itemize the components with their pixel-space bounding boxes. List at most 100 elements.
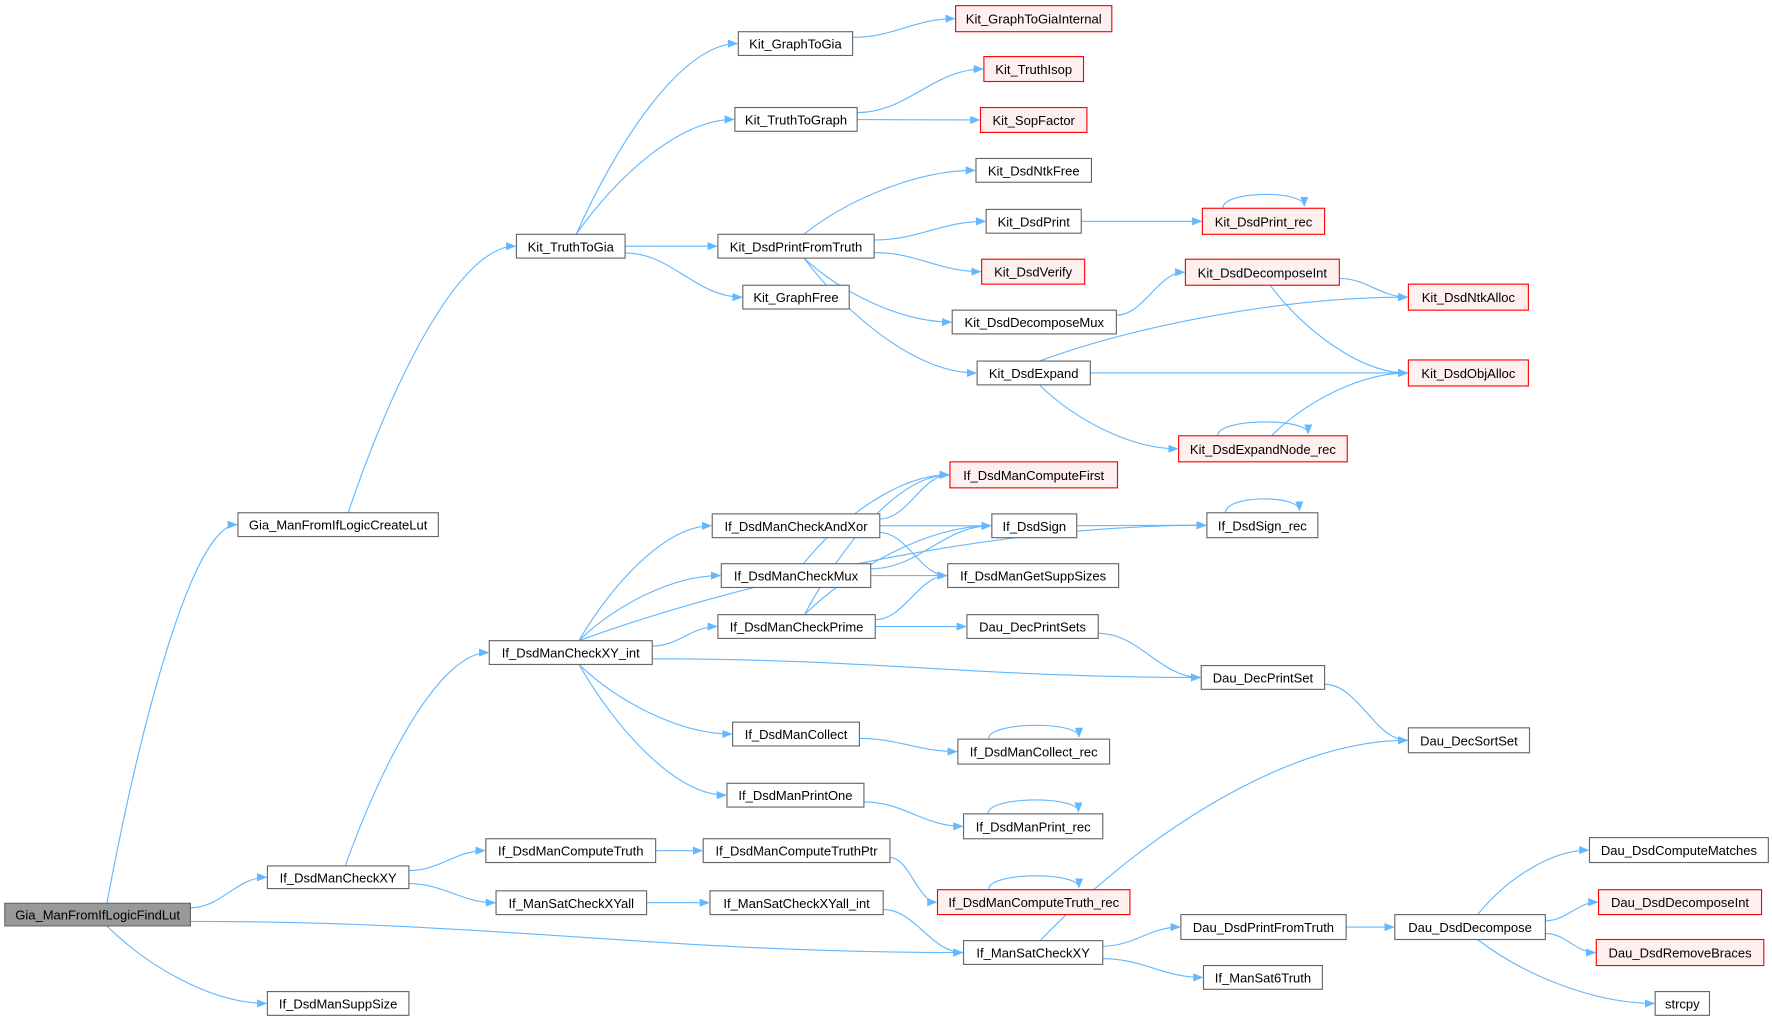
function-node-gia_findlut[interactable]: Gia_ManFromIfLogicFindLut [4,902,191,927]
function-node-truthtograph[interactable]: Kit_TruthToGraph [734,106,858,132]
function-node-satcheckxyall[interactable]: If_ManSatCheckXYall [495,890,648,916]
node-box [266,865,410,890]
function-node-decsortset[interactable]: Dau_DecSortSet [1407,727,1531,754]
node-label: Dau_DsdRemoveBraces [1609,946,1753,961]
node-label: Kit_DsdDecomposeInt [1198,265,1328,280]
node-label: If_DsdManCheckPrime [730,620,864,635]
function-node-print_rec[interactable]: If_DsdManPrint_rec [962,813,1104,840]
call-edge-kit_truthtogia-to-truthtograph [575,115,735,235]
function-node-checkxy_int[interactable]: If_DsdManCheckXY_int [488,640,653,666]
function-node-dsdprint[interactable]: Kit_DsdPrint [985,208,1082,234]
node-box [955,5,1113,33]
function-node-getsuppsizes[interactable]: If_DsdManGetSuppSizes [947,563,1120,589]
function-node-expandnode_rec[interactable]: Kit_DsdExpandNode_rec [1178,435,1348,463]
node-label: Kit_DsdNtkAlloc [1422,290,1516,305]
call-edge-dau_decompose-to-dau_removebraces [1545,932,1597,957]
function-node-graphtogia[interactable]: Kit_GraphToGia [737,31,854,57]
function-node-dau_decompose[interactable]: Dau_DsdDecompose [1394,914,1546,941]
node-label: Kit_TruthToGia [528,239,615,254]
function-node-ntkalloc[interactable]: Kit_DsdNtkAlloc [1407,283,1529,311]
node-box [485,838,657,864]
function-node-computetruth_rec[interactable]: If_DsdManComputeTruth_rec [936,889,1131,916]
call-edge-dsdprint_rec-to-dsdprint_rec [1222,193,1309,209]
function-node-decprintset[interactable]: Dau_DecPrintSet [1200,665,1326,690]
node-box [515,233,626,259]
function-node-sopfactor[interactable]: Kit_SopFactor [979,106,1088,134]
function-node-computetruthptr[interactable]: If_DsdManComputeTruthPtr [702,838,891,864]
function-node-dsdverify[interactable]: Kit_DsdVerify [981,258,1086,285]
function-node-gia_createlut[interactable]: Gia_ManFromIfLogicCreateLut [237,512,439,538]
node-label: Kit_GraphFree [753,290,838,305]
call-edge-computetruthptr-to-computetruth_rec [889,856,938,907]
function-node-collect_rec[interactable]: If_DsdManCollect_rec [957,738,1111,765]
function-node-dau_decomposeint[interactable]: Dau_DsdDecomposeInt [1597,889,1763,916]
call-edge-kit_truthtogia-to-graphfree [625,252,743,302]
function-node-dsdntkfree[interactable]: Kit_DsdNtkFree [975,157,1093,183]
function-node-checkmux[interactable]: If_DsdManCheckMux [720,563,872,589]
node-box [947,563,1120,589]
function-node-graphfree[interactable]: Kit_GraphFree [742,284,850,310]
node-box [495,890,648,916]
function-node-satcheckxy[interactable]: If_ManSatCheckXY [962,940,1104,965]
node-label: Kit_SopFactor [993,113,1076,128]
function-node-computefirst[interactable]: If_DsdManComputeFirst [949,461,1119,489]
function-node-sat6truth[interactable]: If_ManSat6Truth [1202,964,1323,990]
node-box [1200,665,1326,690]
function-node-dsdprint_rec[interactable]: Kit_DsdPrint_rec [1201,207,1326,235]
function-node-decprintsets[interactable]: Dau_DecPrintSets [966,614,1099,639]
call-edge-collect_rec-to-collect_rec [987,724,1084,740]
call-edge-checkxy_int-to-checkprime [652,622,718,647]
node-box [966,614,1099,639]
call-edge-dsdexpand-to-ntkalloc [1039,293,1409,362]
function-node-checkandxor[interactable]: If_DsdManCheckAndXor [711,513,881,539]
function-node-checkxy[interactable]: If_DsdManCheckXY [266,865,410,890]
node-box [1180,914,1347,941]
function-node-graphtogiainternal[interactable]: Kit_GraphToGiaInternal [955,5,1113,33]
function-node-computetruth[interactable]: If_DsdManComputeTruth [485,838,657,864]
function-node-dsdexpand[interactable]: Kit_DsdExpand [976,360,1091,386]
node-box [737,31,854,57]
function-node-dau_removebraces[interactable]: Dau_DsdRemoveBraces [1595,938,1765,967]
node-label: Kit_DsdPrint [998,214,1071,229]
call-edge-checkxy_int-to-checkandxor [578,521,713,641]
node-box [1407,727,1531,754]
call-edge-decomposemux-to-dsddecomposeint [1116,268,1186,316]
call-edge-print_rec-to-print_rec [987,799,1083,815]
node-box [1201,207,1326,235]
node-box [991,513,1078,539]
function-node-collect[interactable]: If_DsdManCollect [732,721,860,747]
function-node-dsddecomposeint[interactable]: Kit_DsdDecomposeInt [1184,258,1340,286]
node-label: Dau_DecSortSet [1420,733,1518,748]
function-node-checkprime[interactable]: If_DsdManCheckPrime [717,614,876,639]
node-box [1184,258,1340,286]
node-label: strcpy [1665,997,1700,1012]
call-edge-checkxy_int-to-checkmux [578,571,722,642]
function-node-dau_printfromtruth[interactable]: Dau_DsdPrintFromTruth [1180,914,1347,941]
function-node-dsdsign_rec[interactable]: If_DsdSign_rec [1206,512,1319,539]
call-edge-dau_decompose-to-dau_decomposeint [1545,898,1599,922]
call-edge-expandnode_rec-to-objalloc [1270,368,1409,437]
node-box [709,890,884,916]
function-node-kit_truthtogia[interactable]: Kit_TruthToGia [515,233,626,259]
function-node-strcpy[interactable]: strcpy [1654,991,1711,1016]
function-node-printone[interactable]: If_DsdManPrintOne [726,782,865,808]
node-box [717,614,876,639]
call-edge-graphtogia-to-graphtogiainternal [852,14,956,38]
function-node-dau_matches[interactable]: Dau_DsdComputeMatches [1588,837,1769,864]
node-box [1407,283,1529,311]
call-edge-printone-to-print_rec [863,801,964,831]
function-node-dsdprintfromtruth[interactable]: Kit_DsdPrintFromTruth [717,233,875,259]
function-node-decomposemux[interactable]: Kit_DsdDecomposeMux [951,309,1117,335]
node-box [488,640,653,666]
function-node-satcheckxyall_int[interactable]: If_ManSatCheckXYall_int [709,890,884,916]
node-box [979,106,1088,134]
node-label: Gia_ManFromIfLogicCreateLut [249,518,428,533]
node-box [962,813,1104,840]
call-edge-satcheckxyall_int-to-satcheckxy [883,908,964,957]
function-node-truthisop[interactable]: Kit_TruthIsop [983,56,1085,83]
function-node-objalloc[interactable]: Kit_DsdObjAlloc [1407,359,1529,387]
node-label: If_DsdManCheckMux [734,569,859,584]
function-node-dsdsign[interactable]: If_DsdSign [991,513,1078,539]
function-node-suppsize[interactable]: If_DsdManSuppSize [266,991,410,1016]
call-edge-checkxy_int-to-dsdsign_rec [578,521,1207,642]
